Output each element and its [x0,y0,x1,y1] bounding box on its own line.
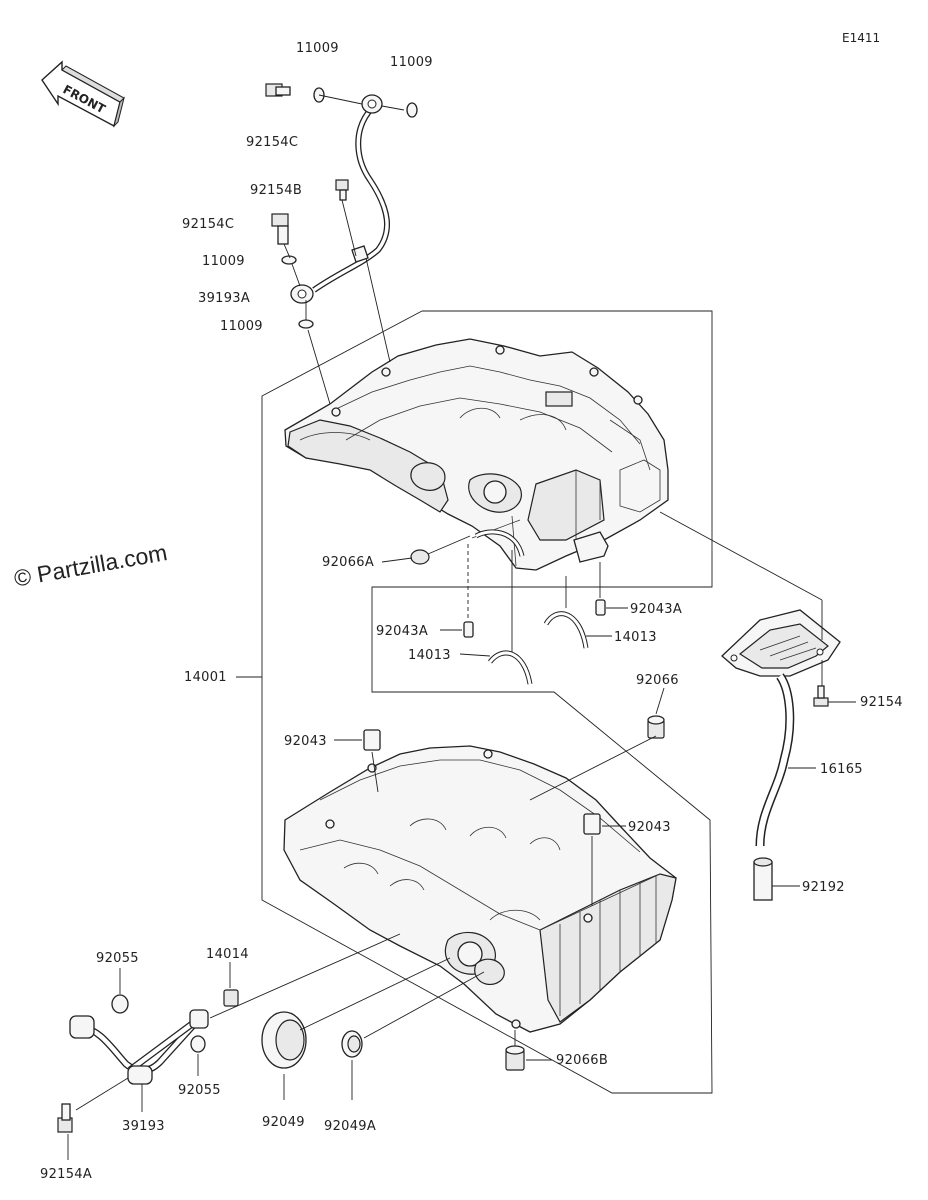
bolt-92154C-top [265,83,291,97]
bearing-14013-left [488,650,533,685]
label-92192: 92192 [802,880,845,895]
label-16165: 16165 [820,762,863,777]
fitting-14014 [223,989,239,1007]
washer-11009-b [406,102,418,118]
label-92049A: 92049A [324,1119,376,1134]
dowel-92043-right [583,813,601,835]
label-92154: 92154 [860,695,903,710]
assembly-frame-lines [236,310,713,1094]
diagram-code: E1411 [842,31,881,45]
plug-92066A [410,549,430,565]
bolt-92154A [57,1103,73,1133]
label-92043A-right: 92043A [630,602,682,617]
dowel-92043-left [363,729,381,751]
lower-leaders [283,687,665,1100]
oil-seal-92049A [341,1030,363,1058]
label-11009-d: 11009 [220,319,263,334]
upper-bearing-in-case [474,529,525,557]
oil-strainer-part [721,609,841,677]
label-14001: 14001 [184,670,227,685]
washer-92055-top [111,994,129,1014]
pipe-leaders [283,94,405,405]
label-11009-c: 11009 [202,254,245,269]
label-14013-right: 14013 [614,630,657,645]
bolt-92154B [335,179,349,201]
label-39193: 39193 [122,1119,165,1134]
washer-92055-bot [190,1035,206,1053]
plug-92066B [505,1045,525,1071]
dowel-92043A-left [463,621,474,638]
label-92154C-top: 92154C [246,135,298,150]
bearing-14013-right [543,611,589,649]
bolt-92154C-mid [271,213,289,245]
plug-92066 [647,715,665,739]
label-92154B: 92154B [250,183,302,198]
oil-pipe-39193 [69,1009,209,1085]
front-arrow-icon: FRONT [41,60,125,128]
label-92043A-left: 92043A [376,624,428,639]
oil-pipe-16165 [755,673,795,847]
label-92154A: 92154A [40,1167,92,1182]
lower-left-leaders [67,933,401,1160]
washer-11009-c [281,255,297,265]
label-92043-left: 92043 [284,734,327,749]
label-11009-a: 11009 [296,41,339,56]
callout-labels: 11009 11009 92154C 92154B 92154C 11009 3… [40,41,903,1182]
label-92066A: 92066A [322,555,374,570]
collar-92192 [753,857,773,901]
mid-leaders [381,535,628,657]
label-92049: 92049 [262,1115,305,1130]
label-92043-right: 92043 [628,820,671,835]
label-92154C-mid: 92154C [182,217,234,232]
label-39193A: 39193A [198,291,250,306]
label-92055-bot: 92055 [178,1083,221,1098]
washer-11009-d [298,319,314,329]
label-92066: 92066 [636,673,679,688]
oil-seal-92049 [261,1011,307,1069]
label-14013-left: 14013 [408,648,451,663]
label-14014: 14014 [206,947,249,962]
label-92055-top: 92055 [96,951,139,966]
lower-crankcase-part [283,745,677,1033]
dowel-92043A-right [595,599,606,616]
upper-crankcase-part [284,338,669,571]
oil-pipe-assembly [290,94,391,304]
label-11009-b: 11009 [390,55,433,70]
bolt-92154 [813,685,829,707]
label-92066B: 92066B [556,1053,608,1068]
right-leaders [659,511,856,887]
